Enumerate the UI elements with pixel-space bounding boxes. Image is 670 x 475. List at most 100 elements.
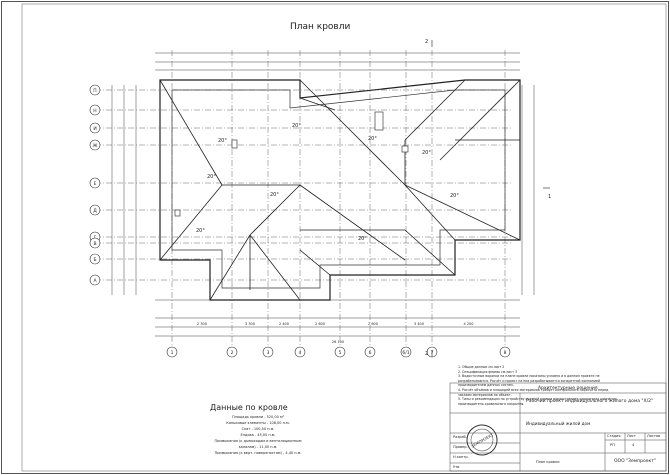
axis-marker-num-2: 3 — [262, 346, 274, 358]
dimension-value: 3 400 — [414, 322, 424, 326]
slope-label: 20° — [218, 138, 227, 144]
axis-marker-num-6: 6/1 — [400, 346, 412, 358]
svg-text:6/1: 6/1 — [402, 350, 409, 356]
dimension-total: 26 100 — [332, 340, 344, 344]
section-marks — [431, 40, 550, 357]
stamp-object: Индивидуальный жилой дом — [526, 421, 591, 426]
svg-text:Б: Б — [93, 257, 96, 263]
dimension-value: 2 400 — [279, 322, 289, 326]
axis-marker-num-8: 8 — [499, 346, 511, 358]
grid-lines-horizontal — [95, 89, 512, 281]
roof-data-line: Примыкания (к дымоходам и вентиляционным — [214, 439, 302, 443]
slope-label: 20° — [368, 136, 377, 142]
roof-data-line: Площадь кровли - 520,00 м² — [232, 415, 284, 419]
dimension-value: 2 600 — [315, 322, 325, 326]
axis-marker-num-1: 2 — [226, 346, 238, 358]
svg-text:4: 4 — [299, 350, 302, 356]
svg-text:Ж: Ж — [93, 143, 98, 149]
svg-text:И: И — [93, 126, 96, 132]
stamp-role: Н.контр. — [453, 455, 469, 459]
note-line: 2. Спецификация фермы см.лист 3 — [458, 369, 517, 374]
svg-text:5: 5 — [339, 350, 342, 356]
dimension-value: 3 300 — [245, 322, 255, 326]
note-line: 1. Общие данные см.лист 2 — [458, 365, 505, 369]
left-dimensions — [111, 85, 137, 295]
stamp-label-stage: Стадия — [607, 434, 621, 438]
dimension-value: 4 200 — [463, 322, 473, 326]
stamp-section: Архитектурные решения — [538, 386, 598, 391]
slope-label: 20° — [358, 236, 367, 242]
section-mark-top: 2 — [425, 39, 428, 45]
inner-frame — [21, 3, 667, 472]
axis-marker-0: П — [89, 84, 101, 96]
drawing-title: План кровли — [290, 22, 351, 32]
svg-text:1: 1 — [171, 350, 174, 356]
axis-marker-num-3: 4 — [294, 346, 306, 358]
axis-marker-8: Б — [89, 253, 101, 265]
note-line: разрабатываются. Расчёт и проект на них … — [458, 378, 600, 383]
axis-marker-num-5: 6 — [364, 346, 376, 358]
axis-marker-9: А — [89, 274, 101, 286]
section-mark-bottom: 2 — [425, 351, 428, 357]
svg-text:8: 8 — [504, 350, 507, 356]
stamp-value-stage: РП — [610, 443, 615, 447]
roof-data-line: каналам) - 11,00 п.м. — [238, 445, 278, 449]
svg-text:В: В — [93, 241, 96, 247]
svg-text:П: П — [93, 88, 96, 94]
general-notes: 1. Общие данные см.лист 2 2. Спецификаци… — [458, 365, 668, 406]
slope-labels: 20° 20° 20° 20° 20° 20° 20° 20° 20° — [196, 123, 459, 242]
axis-marker-4: Е — [89, 177, 101, 189]
slope-label: 20° — [422, 150, 431, 156]
svg-text:А: А — [93, 278, 97, 284]
axis-marker-num-0: 1 — [166, 346, 178, 358]
note-line: производителем данных систем. — [458, 383, 514, 388]
slope-label: 20° — [450, 193, 459, 199]
axis-marker-num-4: 5 — [334, 346, 346, 358]
axis-markers-letters: ПНИЖЕДГВБА — [89, 84, 101, 286]
stamp-role: Утв. — [453, 465, 461, 469]
stamp-label-sheets: Листов — [647, 434, 661, 438]
axis-marker-7: В — [89, 237, 101, 249]
stamp-project: Рабочий проект индивидуального жилого до… — [526, 399, 654, 404]
svg-text:6: 6 — [369, 350, 372, 356]
bottom-dimensions — [155, 299, 520, 337]
title-block-frame — [449, 382, 667, 472]
axis-marker-2: И — [89, 122, 101, 134]
roof-data-line: Примыкания (к верт. поверхностям) - 4,40… — [214, 451, 302, 455]
slope-label: 20° — [196, 228, 205, 234]
svg-text:Н: Н — [93, 108, 96, 114]
note-line: заказом материалов на объект. — [458, 392, 512, 397]
stamp-value-sheet: 4 — [632, 443, 635, 447]
roof-data-line: Коньковые элементы - 108,00 п.м. — [226, 421, 290, 425]
axis-marker-1: Н — [89, 104, 101, 116]
stamp-sheet-name: План кровли — [536, 460, 560, 464]
axis-marker-3: Ж — [89, 139, 101, 151]
dimension-value: 2 300 — [197, 322, 207, 326]
roof-data-list: Площадь кровли - 520,00 м² Коньковые эле… — [198, 414, 318, 456]
stamp-label-sheet: Лист — [627, 434, 636, 438]
right-dimensions — [521, 85, 535, 295]
svg-text:2: 2 — [231, 350, 234, 356]
axis-marker-5: Д — [89, 204, 101, 216]
section-mark-right: 1 — [548, 194, 551, 200]
roof-data-line: Скат - 100,50 п.м. — [241, 427, 275, 431]
title-block: Архитектурные решения Рабочий проект инд… — [450, 383, 667, 471]
slope-label: 20° — [292, 123, 301, 129]
stamp-company: ООО "Земпроект" — [614, 459, 656, 464]
stamp-role: Разраб. — [453, 435, 467, 439]
slope-label: 20° — [270, 192, 279, 198]
wall-outline — [171, 89, 506, 289]
stamp-role: Провер. — [453, 445, 468, 449]
slope-label: 20° — [207, 174, 216, 180]
note-line: производитель кровельного покрытия. — [458, 401, 525, 406]
svg-text:Е: Е — [94, 181, 97, 187]
svg-text:Д: Д — [93, 208, 97, 214]
note-line: 4. Расчёт объёмов и площадей всех матери… — [458, 387, 609, 392]
note-line: 3. Водосточные воронки на плане кровли п… — [458, 374, 600, 379]
roof-data-title: Данные по кровле — [210, 403, 288, 412]
note-line: 5. Типы и рекомендации по устройству ска… — [458, 397, 617, 402]
